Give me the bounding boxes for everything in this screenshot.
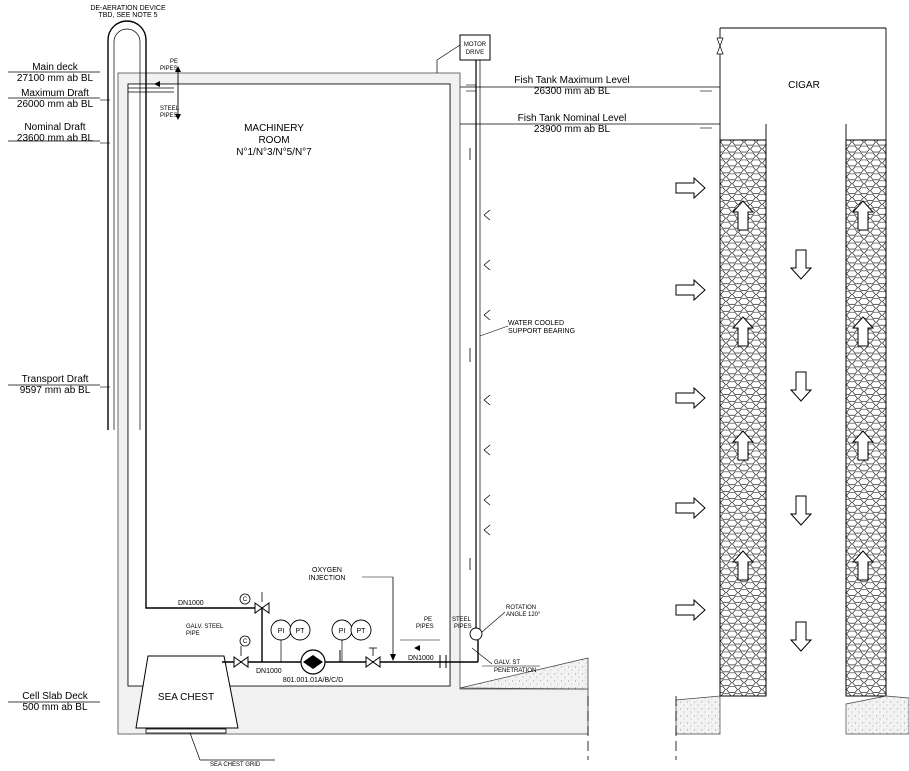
machinery-room-label-3: N°1/N°3/N°5/N°7 bbox=[236, 147, 312, 158]
motor-drive-label-2: DRIVE bbox=[466, 50, 484, 56]
inst-c-label-2: C bbox=[243, 639, 248, 645]
steel-pipes-bot-1: STEEL bbox=[452, 617, 472, 623]
sea-chest-label: SEA CHEST bbox=[158, 692, 214, 703]
water-cooled-label-2: SUPPORT BEARING bbox=[508, 328, 575, 335]
rotation-label-2: ANGLE 120° bbox=[506, 612, 541, 618]
sea-chest-box bbox=[135, 655, 239, 729]
flow-arrows-down bbox=[789, 249, 813, 652]
transport-draft-value: 9597 mm ab BL bbox=[20, 385, 91, 396]
perforated-column-left bbox=[719, 139, 767, 697]
main-deck-label: Main deck bbox=[32, 62, 79, 73]
flow-arrows-up bbox=[731, 200, 875, 581]
rotation-joint bbox=[469, 627, 483, 641]
pe-pipes-bot-2: PIPES bbox=[416, 624, 434, 630]
sea-chest-grid-label: SEA CHEST GRID bbox=[210, 762, 261, 768]
pt-label-1: PT bbox=[296, 628, 306, 635]
galv-st-label-2: PENETRATION bbox=[494, 668, 536, 674]
valve-lower bbox=[233, 635, 251, 668]
nominal-draft-label: Nominal Draft bbox=[24, 122, 85, 133]
fish-tank-nominal-label: Fish Tank Nominal Level bbox=[518, 113, 627, 124]
inst-c-label-1: C bbox=[243, 597, 248, 603]
deaeration-pipe bbox=[107, 20, 263, 662]
flow-arrows-inlet bbox=[675, 176, 706, 622]
pi-label-2: PI bbox=[339, 628, 346, 635]
galv-st-label-1: GALV. ST bbox=[494, 660, 520, 666]
pi-label-1: PI bbox=[278, 628, 285, 635]
dn1000-label-a: DN1000 bbox=[178, 600, 204, 607]
fish-tank-nominal-value: 23900 mm ab BL bbox=[534, 124, 611, 135]
oxygen-label-1: OXYGEN bbox=[312, 567, 342, 574]
level-marks-left bbox=[8, 71, 110, 703]
valve-oxygen bbox=[365, 647, 381, 668]
galv-steel-label-2: PIPE bbox=[186, 631, 200, 637]
machinery-room-interior bbox=[127, 83, 451, 687]
main-deck-value: 27100 mm ab BL bbox=[17, 73, 94, 84]
motor-drive-label-1: MOTOR bbox=[464, 42, 487, 48]
instrument-bubbles bbox=[270, 619, 372, 662]
floor-slope bbox=[459, 657, 589, 690]
oxygen-label-2: INJECTION bbox=[309, 575, 346, 582]
cigar-label: CIGAR bbox=[788, 80, 820, 91]
motor-drive-box bbox=[459, 34, 491, 61]
deaeration-label-1: DE-AERATION DEVICE bbox=[90, 5, 166, 12]
steel-pipes-top-1: STEEL bbox=[160, 106, 180, 112]
fish-tank-max-value: 26300 mm ab BL bbox=[534, 86, 611, 97]
cigar-structure bbox=[587, 27, 909, 760]
pe-pipes-top-2: PIPES bbox=[160, 66, 178, 72]
perforated-column-right bbox=[845, 139, 887, 697]
galv-steel-label-1: GALV. STEEL bbox=[186, 624, 224, 630]
maximum-draft-label: Maximum Draft bbox=[21, 88, 89, 99]
dn1000-label-b: DN1000 bbox=[256, 668, 282, 675]
dn1000-label-c: DN1000 bbox=[408, 655, 434, 662]
nominal-draft-value: 23600 mm ab BL bbox=[17, 133, 94, 144]
steel-pipes-bot-2: PIPES bbox=[454, 624, 472, 630]
machinery-room-label-1: MACHINERY bbox=[244, 123, 304, 134]
steel-pipes-top-2: PIPES bbox=[160, 113, 178, 119]
pump-tag-label: 801.001.01A/B/C/D bbox=[283, 677, 343, 684]
maximum-draft-value: 26000 mm ab BL bbox=[17, 99, 94, 110]
pe-pipes-top-1: PE bbox=[170, 59, 178, 65]
fish-tank-max-label: Fish Tank Maximum Level bbox=[514, 75, 629, 86]
machinery-room-label-2: ROOM bbox=[258, 135, 289, 146]
pump-symbol bbox=[300, 649, 326, 675]
cell-slab-value: 500 mm ab BL bbox=[22, 702, 87, 713]
valve-upper bbox=[239, 592, 270, 614]
pe-pipes-bot-1: PE bbox=[424, 617, 432, 623]
cell-slab-label: Cell Slab Deck bbox=[22, 691, 89, 702]
pt-label-2: PT bbox=[357, 628, 367, 635]
transport-draft-label: Transport Draft bbox=[22, 374, 89, 385]
rotation-label-1: ROTATION bbox=[506, 605, 536, 611]
deaeration-label-2: TBD, SEE NOTE 5 bbox=[98, 12, 157, 19]
shaft-bearings bbox=[469, 148, 491, 570]
sea-chest-grid-bar bbox=[145, 728, 227, 734]
water-cooled-label-1: WATER COOLED bbox=[508, 320, 564, 327]
